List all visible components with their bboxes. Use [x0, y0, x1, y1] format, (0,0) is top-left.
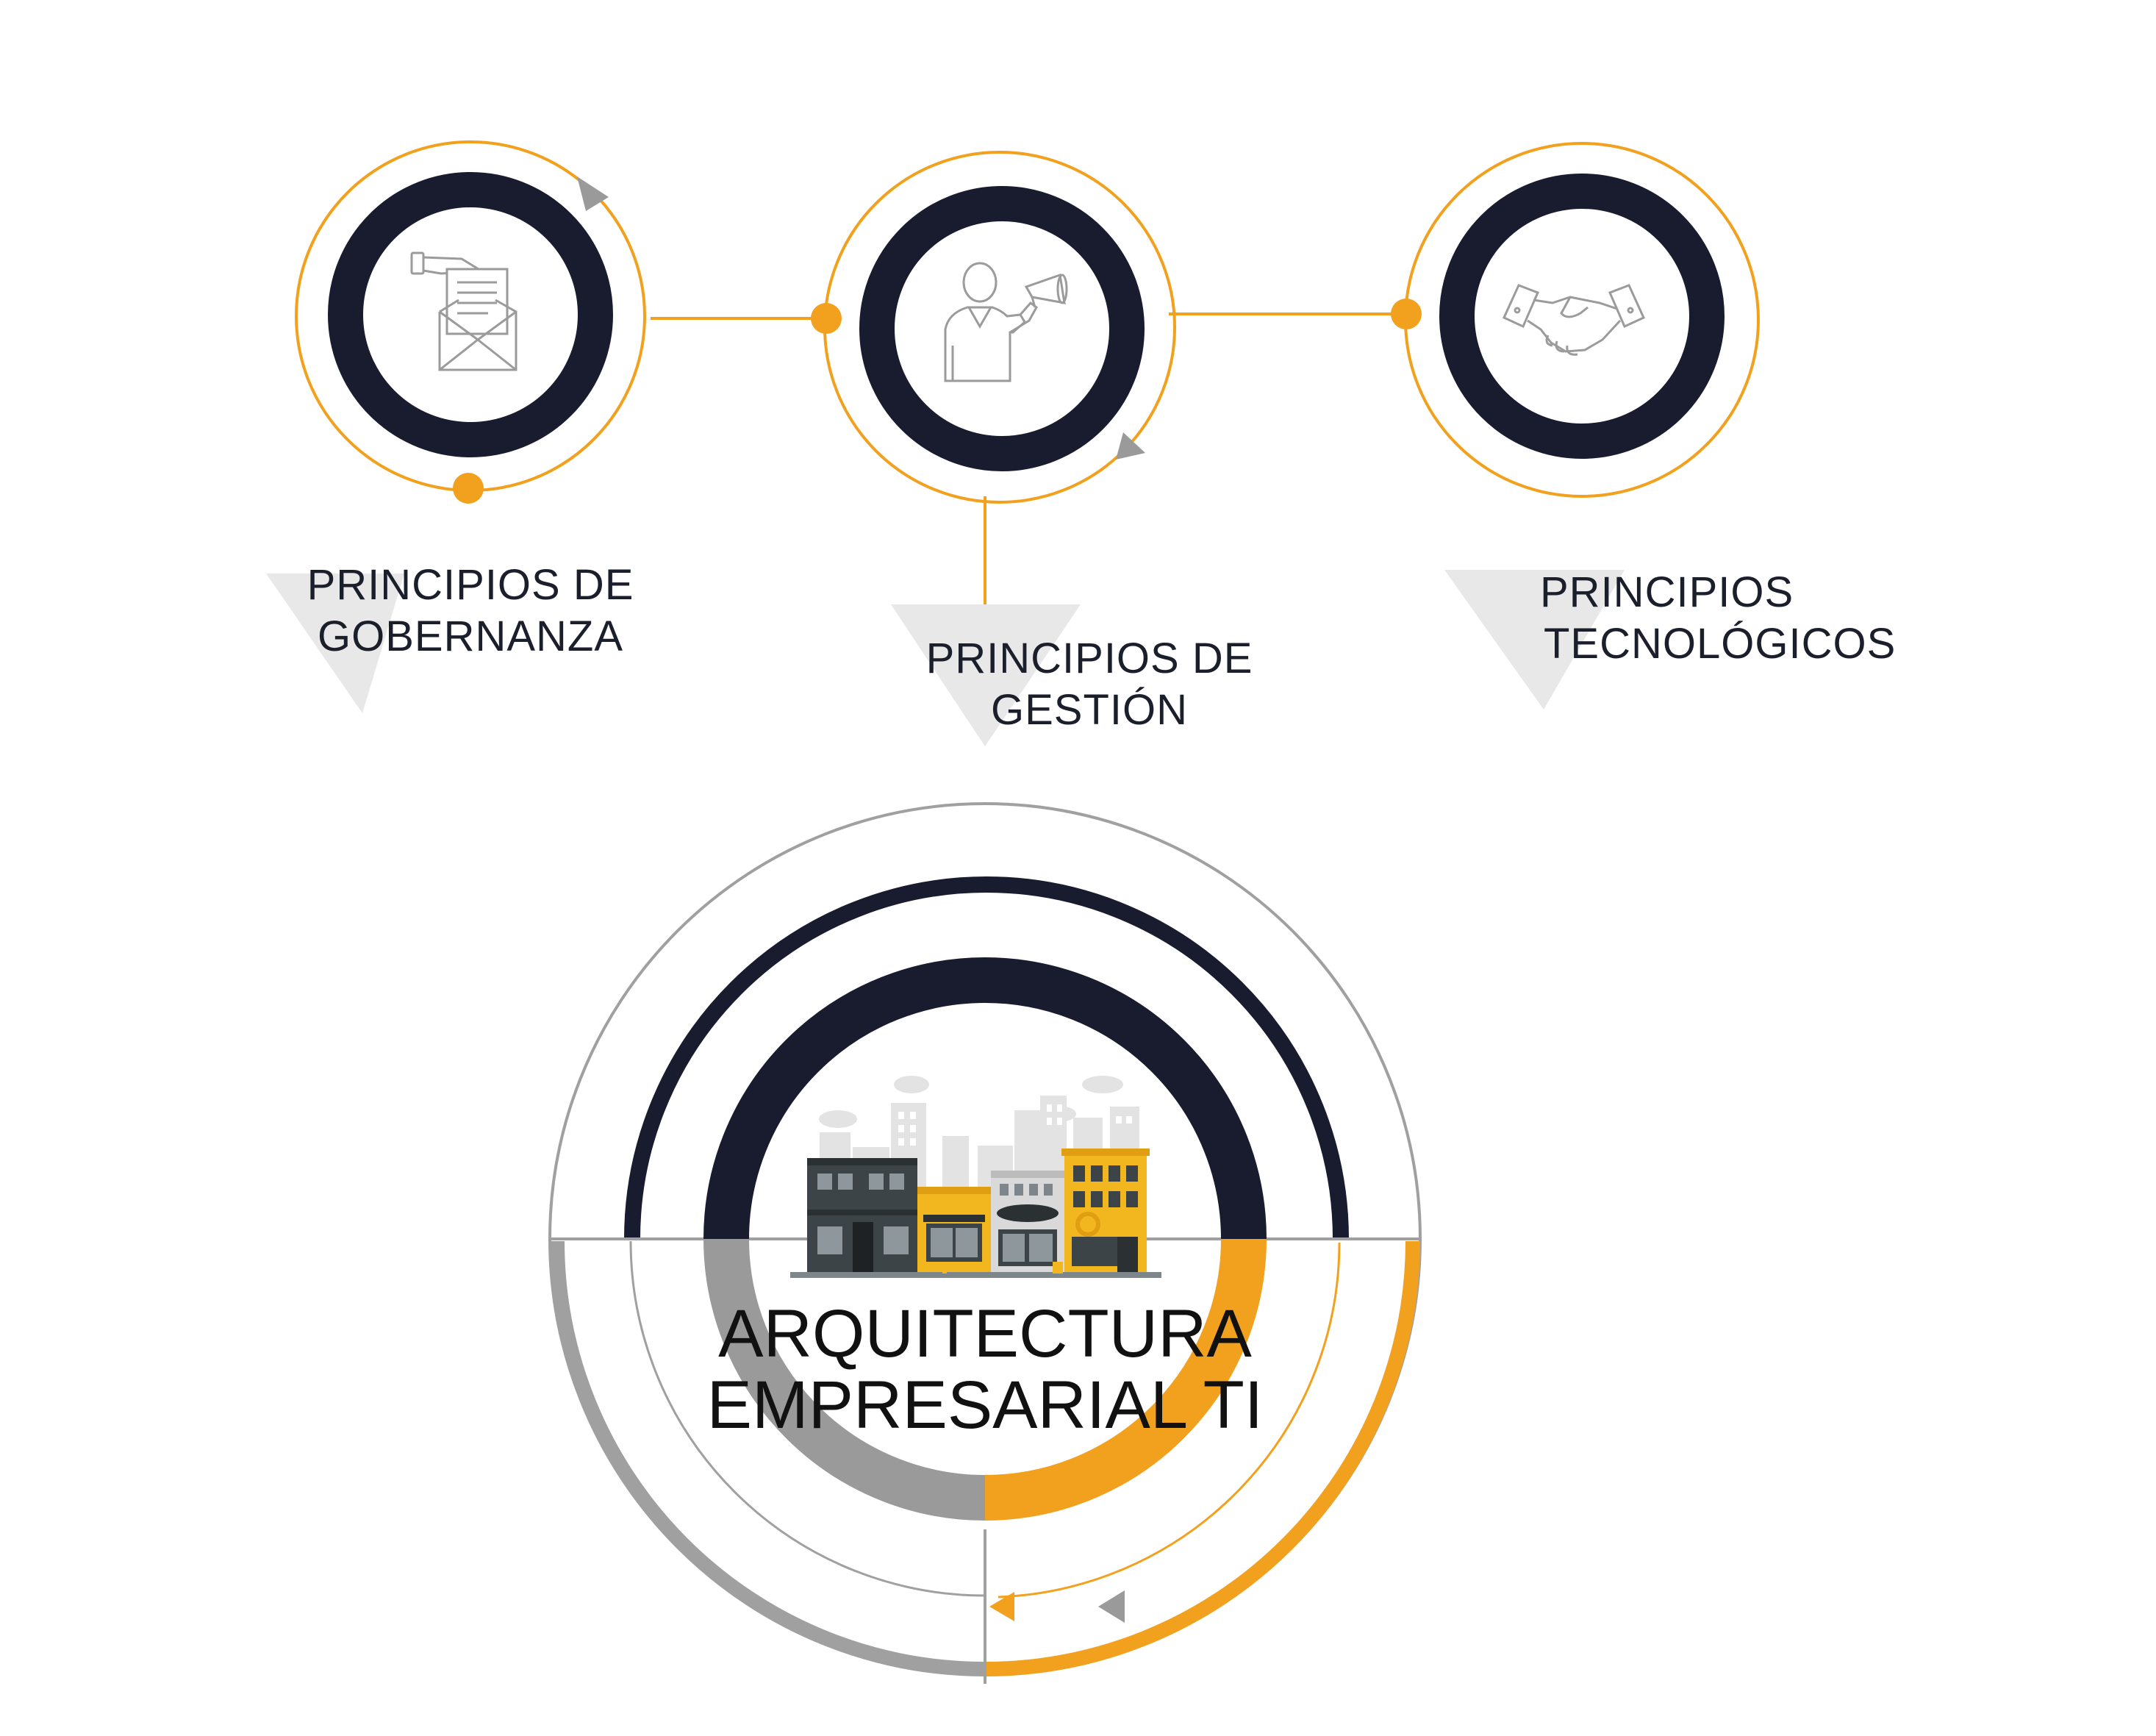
inner-navy-arc [703, 957, 1267, 1240]
orbit-dot [811, 303, 842, 334]
label-triangle [1444, 570, 1625, 710]
orbit-arrow [1116, 432, 1145, 460]
principle-1-line2: GOBERNANZA [318, 612, 623, 660]
outer-navy-arc [624, 876, 1349, 1240]
orbit-dot [453, 473, 484, 504]
navy-ring [1439, 174, 1725, 459]
city-storefronts-icon [790, 1076, 1161, 1278]
principle-management: PRINCIPIOS DE GESTIÓN [811, 151, 1253, 746]
principle-3-line1: PRINCIPIOS [1540, 568, 1794, 616]
principle-2-line1: PRINCIPIOS DE [926, 635, 1253, 682]
label-triangle [266, 574, 404, 713]
gray-arrow-marker [1098, 1590, 1125, 1623]
orbit-arrow [577, 176, 609, 211]
inner-orange-arc [984, 1238, 1267, 1521]
navy-ring [859, 186, 1145, 471]
label-triangle [891, 604, 1081, 746]
middle-thin-orange-arc [998, 1242, 1341, 1599]
orange-arrow-marker [989, 1592, 1014, 1621]
principle-1-line1: PRINCIPIOS DE [307, 561, 634, 609]
principle-2-line2: GESTIÓN [991, 686, 1188, 734]
principle-technology: PRINCIPIOS TECNOLÓGICOS [1391, 142, 1896, 710]
inner-gray-arc [703, 1238, 986, 1521]
main-diagram [548, 802, 1422, 1684]
outer-orange-arc [984, 1240, 1420, 1676]
main-title-line2: EMPRESARIAL TI [707, 1368, 1264, 1443]
outer-gray-arc [550, 1240, 986, 1676]
main-title-line1: ARQUITECTURA [718, 1296, 1252, 1371]
orbit-dot [1391, 299, 1422, 329]
hand-letter-envelope-icon [410, 251, 517, 371]
connector-lines [651, 312, 1405, 604]
handshake-icon [1503, 284, 1645, 356]
principle-governance: PRINCIPIOS DE GOBERNANZA [266, 140, 646, 713]
middle-thin-gray-arc [629, 1240, 986, 1597]
person-megaphone-icon [944, 262, 1068, 382]
principle-3-line2: TECNOLÓGICOS [1544, 620, 1896, 668]
